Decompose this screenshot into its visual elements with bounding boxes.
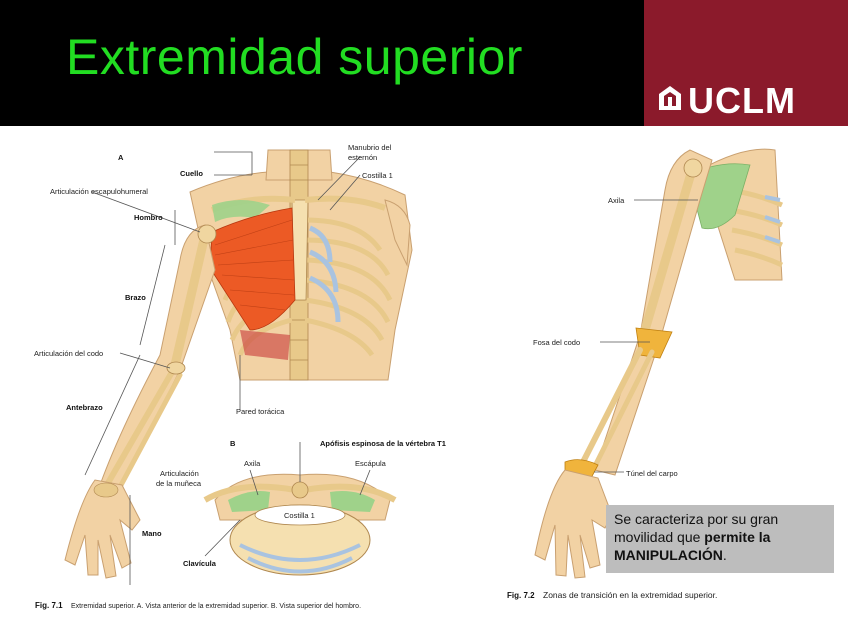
label-costilla1-b: Costilla 1 [284, 511, 315, 520]
label-fosa-codo: Fosa del codo [533, 338, 580, 347]
panel-letter-b: B [230, 439, 236, 448]
caption-fig-7-2-text: Zonas de transición en la extremidad sup… [543, 590, 717, 600]
caption-fig-7-1-text: Extremidad superior. A. Vista anterior d… [71, 603, 361, 610]
uclm-logo-text: UCLM [688, 80, 796, 121]
note-text-plain: Se caracteriza por su gran movilidad que [614, 511, 779, 545]
uclm-emblem-icon [659, 86, 681, 110]
panel-letter-a: A [118, 153, 124, 162]
note-text-bold-2: MANIPULACIÓN [614, 547, 723, 563]
caption-fig-7-1-bold: Fig. 7.1 [35, 601, 63, 610]
label-escapula: Escápula [355, 459, 387, 468]
caption-fig-7-1: Fig. 7.1 Extremidad superior. A. Vista a… [35, 595, 361, 612]
caption-fig-7-2-bold: Fig. 7.2 [507, 591, 535, 600]
label-manubrio-2: esternón [348, 153, 377, 162]
label-art-codo: Articulación del codo [34, 349, 103, 358]
label-tunel-carpo: Túnel del carpo [626, 469, 678, 478]
label-axila-b: Axila [244, 459, 261, 468]
label-hombro: Hombro [134, 213, 163, 222]
label-art-muneca-1: Articulación [160, 469, 199, 478]
label-art-muneca-2: de la muñeca [156, 479, 202, 488]
anatomy-figure: A Cuello Manubrio del esternón Costilla … [34, 143, 784, 612]
label-mano: Mano [142, 529, 162, 538]
label-brazo: Brazo [125, 293, 146, 302]
slide-title: Extremidad superior [66, 29, 523, 85]
label-axila-right: Axila [608, 196, 625, 205]
label-antebrazo: Antebrazo [66, 403, 103, 412]
label-manubrio-1: Manubrio del [348, 143, 392, 152]
figure-b-illustration [534, 148, 784, 579]
label-pared-toracica: Pared torácica [236, 407, 285, 416]
label-clavicula: Clavícula [183, 559, 217, 568]
caption-fig-7-2: Fig. 7.2 Zonas de transición en la extre… [507, 585, 717, 602]
label-art-escapulohumeral: Articulación escapulohumeral [50, 187, 148, 196]
note-text-bold-1: permite la [704, 529, 771, 545]
label-costilla1: Costilla 1 [362, 171, 393, 180]
figure-a-illustration [64, 149, 413, 585]
note-box: Se caracteriza por su gran movilidad que… [606, 505, 834, 573]
note-text-end: . [722, 547, 727, 563]
label-cuello: Cuello [180, 169, 203, 178]
label-apofisis: Apófisis espinosa de la vértebra T1 [320, 439, 446, 448]
